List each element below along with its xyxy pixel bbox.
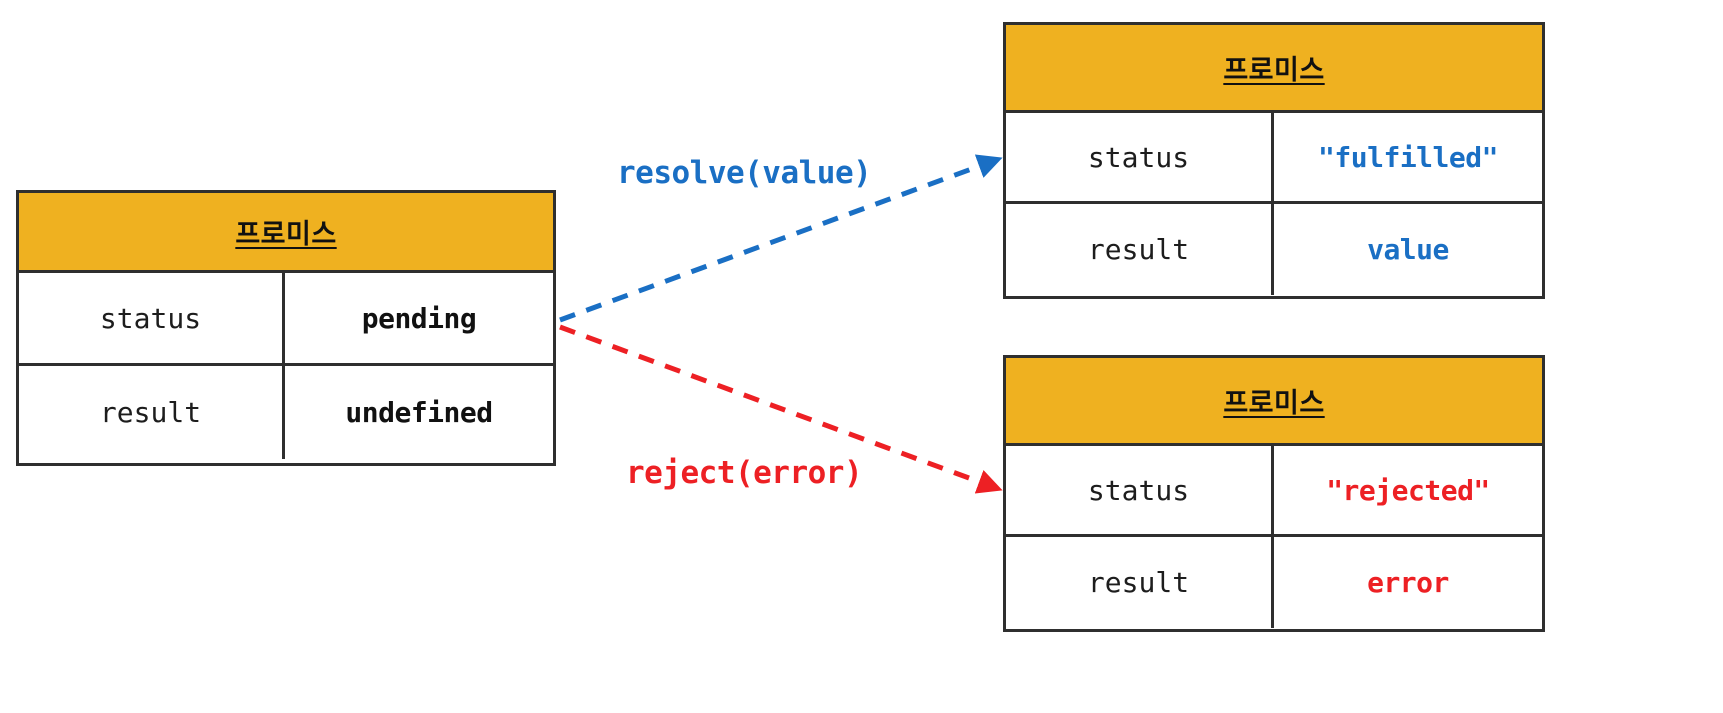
cell-value-status: pending [361, 301, 477, 335]
cell-value-result: error [1367, 566, 1449, 599]
promise-table-rejected: 프로미스 status "rejected" result error [1003, 355, 1545, 632]
cell-value-result: value [1367, 233, 1449, 266]
cell-key-result: result [1006, 204, 1274, 295]
table-row: result value [1006, 204, 1542, 295]
promise-table-pending: 프로미스 status pending result undefined [16, 190, 556, 466]
cell-value-status: "rejected" [1326, 473, 1490, 507]
cell-key-result: result [19, 366, 285, 459]
table-row: result error [1006, 537, 1542, 628]
table-title: 프로미스 [235, 219, 337, 250]
cell-value-result: undefined [345, 396, 493, 429]
cell-key-status: status [1006, 113, 1274, 201]
table-row: result undefined [19, 366, 553, 459]
resolve-arrow-label: resolve(value) [617, 155, 872, 191]
cell-key-status: status [1006, 446, 1274, 534]
table-header-fulfilled: 프로미스 [1006, 25, 1542, 113]
reject-arrow-label: reject(error) [626, 455, 863, 491]
table-header-rejected: 프로미스 [1006, 358, 1542, 446]
promise-table-fulfilled: 프로미스 status "fulfilled" result value [1003, 22, 1545, 299]
table-title: 프로미스 [1223, 388, 1325, 419]
table-title: 프로미스 [1223, 55, 1325, 86]
table-header-pending: 프로미스 [19, 193, 553, 273]
table-row: status "rejected" [1006, 446, 1542, 537]
cell-key-result: result [1006, 537, 1274, 628]
table-row: status "fulfilled" [1006, 113, 1542, 204]
table-row: status pending [19, 273, 553, 366]
cell-key-status: status [19, 273, 285, 363]
cell-value-status: "fulfilled" [1318, 140, 1498, 174]
